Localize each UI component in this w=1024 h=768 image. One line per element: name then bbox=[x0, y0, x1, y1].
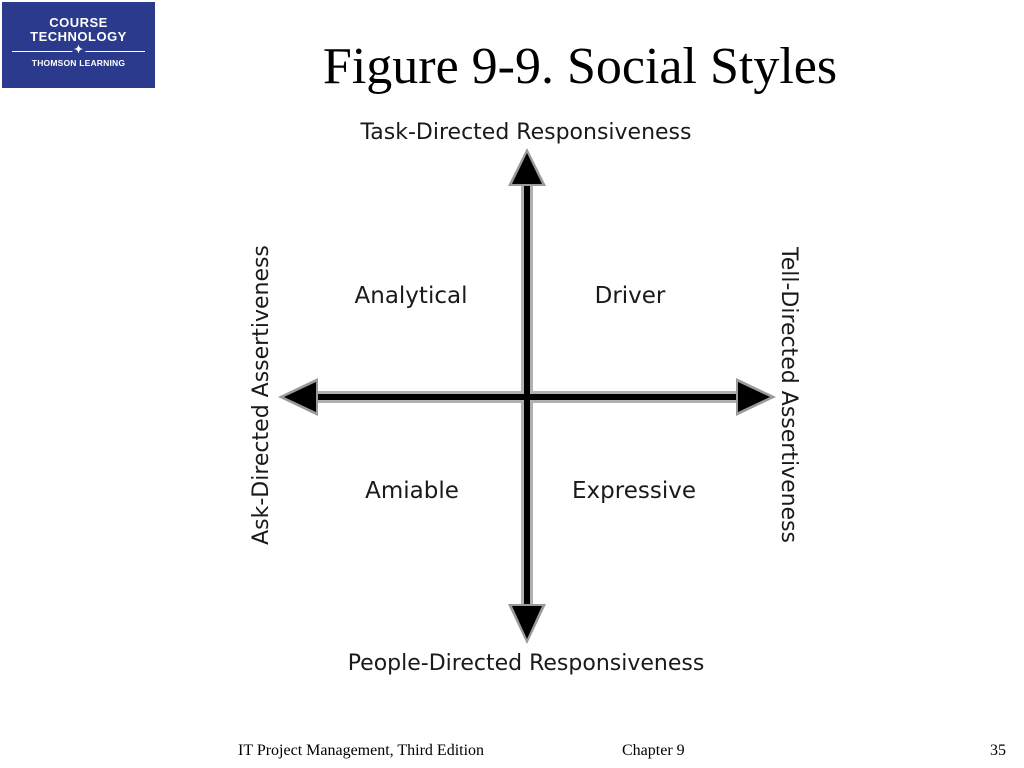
logo-divider: ✦ bbox=[12, 44, 145, 57]
quadrant-driver: Driver bbox=[595, 283, 666, 309]
top-axis-label: Task-Directed Responsiveness bbox=[360, 120, 692, 145]
bottom-axis-label: People-Directed Responsiveness bbox=[348, 651, 705, 676]
star-icon: ✦ bbox=[71, 44, 86, 56]
course-technology-logo: COURSE TECHNOLOGY ✦ THOMSON LEARNING bbox=[2, 2, 155, 88]
left-axis-label: Ask-Directed Assertiveness bbox=[249, 245, 274, 545]
horizontal-axis-line bbox=[312, 394, 742, 400]
right-arrowhead bbox=[738, 382, 770, 412]
up-arrowhead bbox=[512, 153, 542, 184]
quadrant-analytical: Analytical bbox=[355, 283, 468, 309]
footer-course-title: IT Project Management, Third Edition bbox=[238, 742, 485, 759]
down-arrowhead bbox=[512, 606, 542, 639]
quadrant-expressive: Expressive bbox=[572, 478, 696, 504]
logo-line-course: COURSE bbox=[49, 15, 108, 30]
logo-line-technology: TECHNOLOGY bbox=[30, 29, 127, 44]
right-axis-label: Tell-Directed Assertiveness bbox=[776, 246, 801, 543]
left-arrowhead bbox=[284, 382, 316, 412]
logo-line-thomson: THOMSON LEARNING bbox=[31, 58, 126, 68]
quadrant-amiable: Amiable bbox=[365, 478, 459, 504]
footer-chapter: Chapter 9 bbox=[622, 742, 685, 759]
slide-title: Figure 9-9. Social Styles bbox=[322, 38, 838, 95]
horizontal-axis bbox=[278, 378, 776, 416]
footer-page-number: 35 bbox=[990, 742, 1006, 759]
